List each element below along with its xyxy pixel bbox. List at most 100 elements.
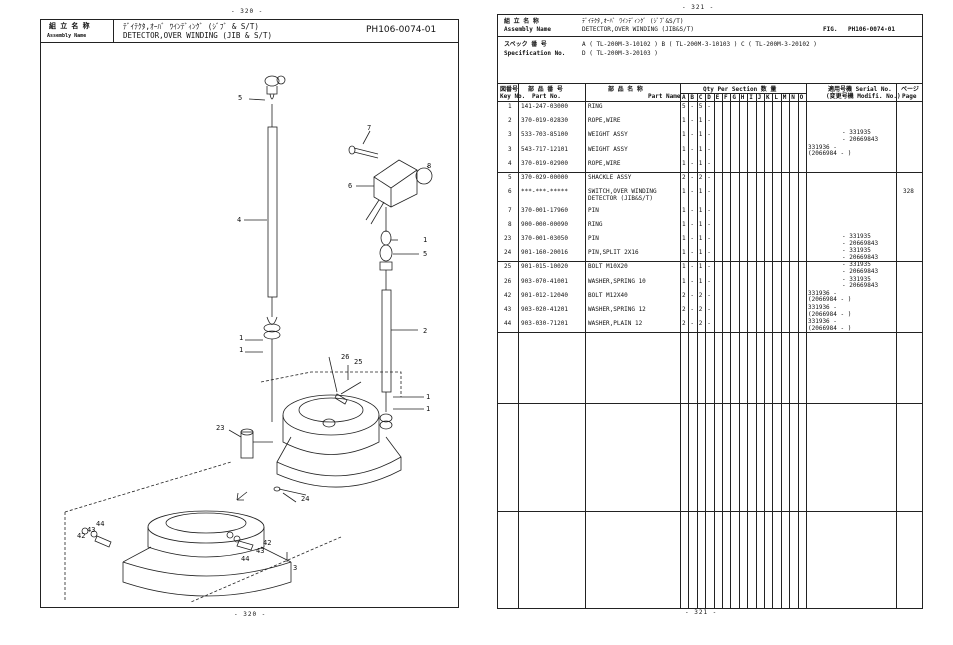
- callout-5b: 5: [423, 250, 428, 258]
- key-no: 6: [508, 188, 512, 196]
- part-name: WASHER,SPRING 12: [588, 306, 646, 314]
- callout-43b: 43: [256, 547, 265, 555]
- qty-a: 2: [682, 291, 686, 299]
- callout-24: 24: [301, 495, 310, 503]
- qty-b: -: [690, 159, 695, 167]
- qty-a: 1: [682, 145, 686, 153]
- col-name-jp: 部 品 名 称: [608, 86, 643, 93]
- callout-44b: 44: [241, 555, 250, 563]
- spec-label-en: Specification No.: [504, 50, 566, 57]
- key-no: 4: [508, 159, 512, 167]
- col-key-en: Key No.: [500, 93, 526, 100]
- qty-c: 1: [698, 277, 703, 285]
- part-name: PIN: [588, 235, 599, 243]
- key-no: 8: [508, 220, 512, 228]
- part-name: ROPE,WIRE: [588, 117, 621, 125]
- callout-25: 25: [354, 358, 363, 366]
- qty-c: 2: [698, 291, 703, 299]
- qty-subheader-rule: [680, 93, 806, 94]
- part-no: 903-030-71201: [521, 320, 568, 328]
- serial-no: (2066984 - ): [808, 324, 852, 332]
- qty-d: -: [707, 306, 711, 314]
- qty-a: 2: [682, 320, 686, 328]
- callout-1c: 1: [239, 346, 244, 354]
- qty-d: -: [707, 263, 711, 271]
- assembly-label-jp: 組 立 名 称: [49, 22, 90, 30]
- page-ref: 328: [903, 188, 914, 196]
- table-group-rule: [498, 172, 922, 173]
- part-no: 903-020-41201: [521, 306, 568, 314]
- header-rule: [498, 36, 922, 37]
- qty-d: -: [707, 249, 711, 257]
- key-no: 43: [504, 306, 512, 314]
- serial-no: - 20669843: [842, 135, 879, 143]
- qty-b: -: [690, 103, 695, 110]
- qty-a: 1: [682, 206, 686, 214]
- qty-c: 5: [698, 103, 703, 110]
- fig-code: PH106-0074-01: [848, 26, 895, 33]
- qty-letter-a: A: [682, 94, 686, 101]
- qty-letter-g: G: [732, 94, 737, 101]
- table-column-rule: [730, 93, 732, 608]
- table-column-rule: [680, 83, 681, 608]
- key-no: 5: [508, 174, 512, 181]
- left-page-frame: 組 立 名 称 Assembly Name ﾃﾞｲﾃｸﾀ,ｵｰﾊﾞ ﾜｲﾝﾃﾞｨ…: [40, 19, 459, 608]
- qty-c: 1: [698, 131, 703, 139]
- spec-line-2: D ( TL-200M-3-20103 ): [582, 50, 658, 57]
- table-column-rule: [713, 93, 715, 608]
- left-page-number-bottom: - 320 -: [234, 611, 267, 618]
- part-no: 543-717-12101: [521, 145, 568, 153]
- qty-d: -: [707, 277, 711, 285]
- table-column-rule: [797, 93, 799, 608]
- qty-c: 1: [698, 145, 703, 153]
- qty-b: -: [690, 291, 695, 299]
- serial-no: - 20669843: [842, 253, 879, 261]
- serial-no: 331936 -: [808, 304, 837, 312]
- part-no: 533-703-85100: [521, 131, 568, 139]
- qty-c: 2: [698, 174, 703, 181]
- qty-a: 1: [682, 131, 686, 139]
- table-column-rule: [806, 93, 807, 608]
- header-divider: [113, 20, 114, 42]
- part-name: WEIGHT ASSY: [588, 131, 628, 139]
- qty-b: -: [690, 249, 695, 257]
- key-no: 3: [508, 131, 512, 139]
- table-column-rule: [705, 93, 707, 608]
- callout-1e: 1: [426, 405, 431, 413]
- callout-7: 7: [367, 124, 372, 132]
- table-column-rule: [688, 93, 690, 608]
- qty-a: 2: [682, 306, 686, 314]
- part-no: 903-070-41001: [521, 277, 568, 285]
- serial-no: - 331935: [842, 261, 871, 269]
- part-no: 900-000-00090: [521, 220, 568, 228]
- table-column-rule: [738, 93, 740, 608]
- part-no: 901-160-20016: [521, 249, 568, 257]
- key-no: 26: [504, 277, 512, 285]
- qty-c: 2: [698, 320, 703, 328]
- part-name: WASHER,PLAIN 12: [588, 320, 643, 328]
- qty-c: 1: [698, 188, 703, 196]
- key-no: 23: [504, 235, 512, 243]
- qty-d: -: [707, 291, 711, 299]
- callout-23: 23: [216, 424, 225, 432]
- part-no: ***-***-*****: [521, 188, 568, 196]
- callout-44a: 44: [96, 520, 105, 528]
- table-group-rule: [498, 101, 922, 102]
- qty-d: -: [707, 131, 711, 139]
- callout-43a: 43: [87, 526, 96, 534]
- qty-c: 1: [698, 235, 703, 243]
- callout-1b: 1: [239, 334, 244, 342]
- qty-letter-d: D: [707, 94, 711, 101]
- col-page-en: Page: [902, 93, 917, 100]
- serial-no: - 331935: [842, 275, 871, 283]
- fig-label: FIG.: [823, 26, 838, 33]
- callout-1a: 1: [423, 236, 428, 244]
- qty-d: -: [707, 117, 711, 125]
- part-name: WEIGHT ASSY: [588, 145, 628, 153]
- qty-b: -: [690, 206, 695, 214]
- qty-d: -: [707, 174, 711, 181]
- part-name: SHACKLE ASSY: [588, 174, 632, 181]
- part-name: RING: [588, 103, 603, 110]
- part-name: BOLT M10X20: [588, 263, 628, 271]
- table-group-rule: [498, 332, 922, 334]
